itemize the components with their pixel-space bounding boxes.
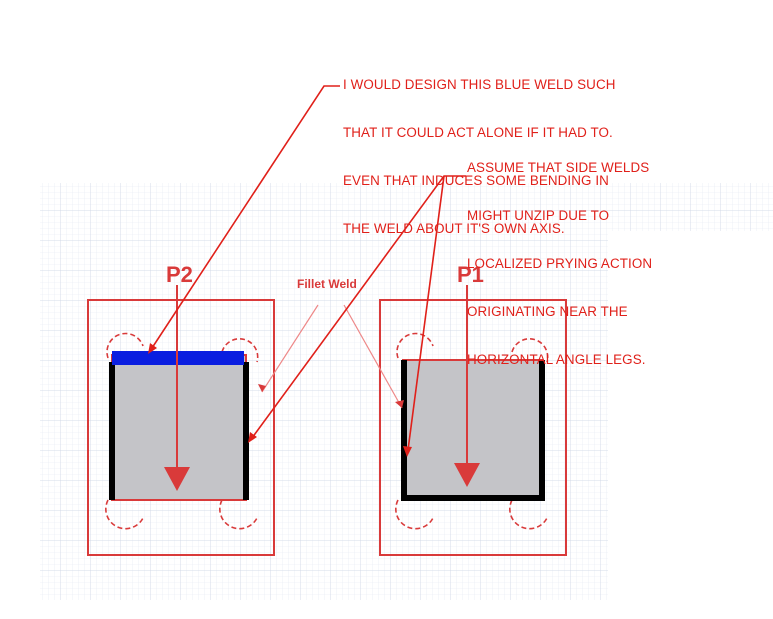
annotation-line: HORIZONTAL ANGLE LEGS.: [467, 352, 646, 367]
annotation-leaders: [148, 85, 466, 457]
annotation-line: I WOULD DESIGN THIS BLUE WELD SUCH: [343, 77, 616, 92]
left-base-plate: [87, 299, 275, 556]
annotation-blue-weld: I WOULD DESIGN THIS BLUE WELD SUCH THAT …: [343, 45, 616, 253]
p1-arrow-head: [454, 463, 480, 487]
grid-background-right: [608, 183, 773, 231]
label-p2: P2: [166, 262, 193, 287]
left-assembly: [87, 285, 275, 556]
right-base-plate: [379, 299, 567, 556]
p2-arrow-head: [164, 467, 190, 491]
annotation-line: THAT IT COULD ACT ALONE IF IT HAD TO.: [343, 125, 613, 140]
label-p1: P1: [457, 262, 484, 287]
annotation-line: THE WELD ABOUT IT'S OWN AXIS.: [343, 221, 565, 236]
right-u-weld: [401, 360, 545, 501]
annotation-side-welds: ASSUME THAT SIDE WELDS MIGHT UNZIP DUE T…: [467, 128, 652, 384]
annotation-line: LOCALIZED PRYING ACTION: [467, 256, 653, 271]
fillet-weld-label: Fillet Weld: [297, 277, 357, 291]
annotation-line: ORIGINATING NEAR THE: [467, 304, 628, 319]
right-assembly: [379, 285, 567, 556]
fillet-weld-leaders: [258, 304, 404, 409]
annotation-line: MIGHT UNZIP DUE TO: [467, 208, 610, 223]
annotation-line: ASSUME THAT SIDE WELDS: [467, 160, 650, 175]
annotation-line: EVEN THAT INDUCES SOME BENDING IN: [343, 173, 609, 188]
